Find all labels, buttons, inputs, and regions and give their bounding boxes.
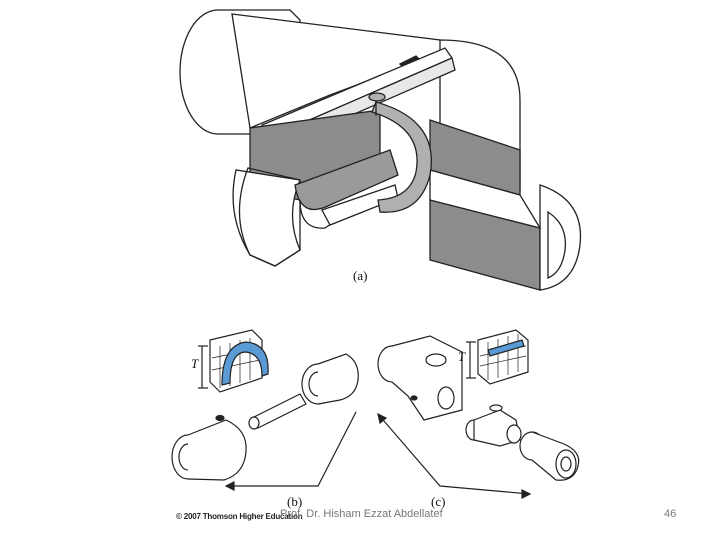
housing-cutaway-a <box>179 9 582 291</box>
caption-b: (b) <box>287 494 303 509</box>
caption-c: (c) <box>431 494 446 509</box>
thickness-label-b: T <box>191 356 199 371</box>
caption-a: (a) <box>353 268 368 283</box>
parts-b <box>171 329 359 491</box>
thickness-label-c: T <box>458 349 466 364</box>
copyright-notice: © 2007 Thomson Higher Education <box>176 512 303 521</box>
page-number: 46 <box>664 508 677 520</box>
parts-c <box>377 329 580 499</box>
footer-author: Prof. Dr. Hisham Ezzat Abdellatef <box>280 508 443 520</box>
